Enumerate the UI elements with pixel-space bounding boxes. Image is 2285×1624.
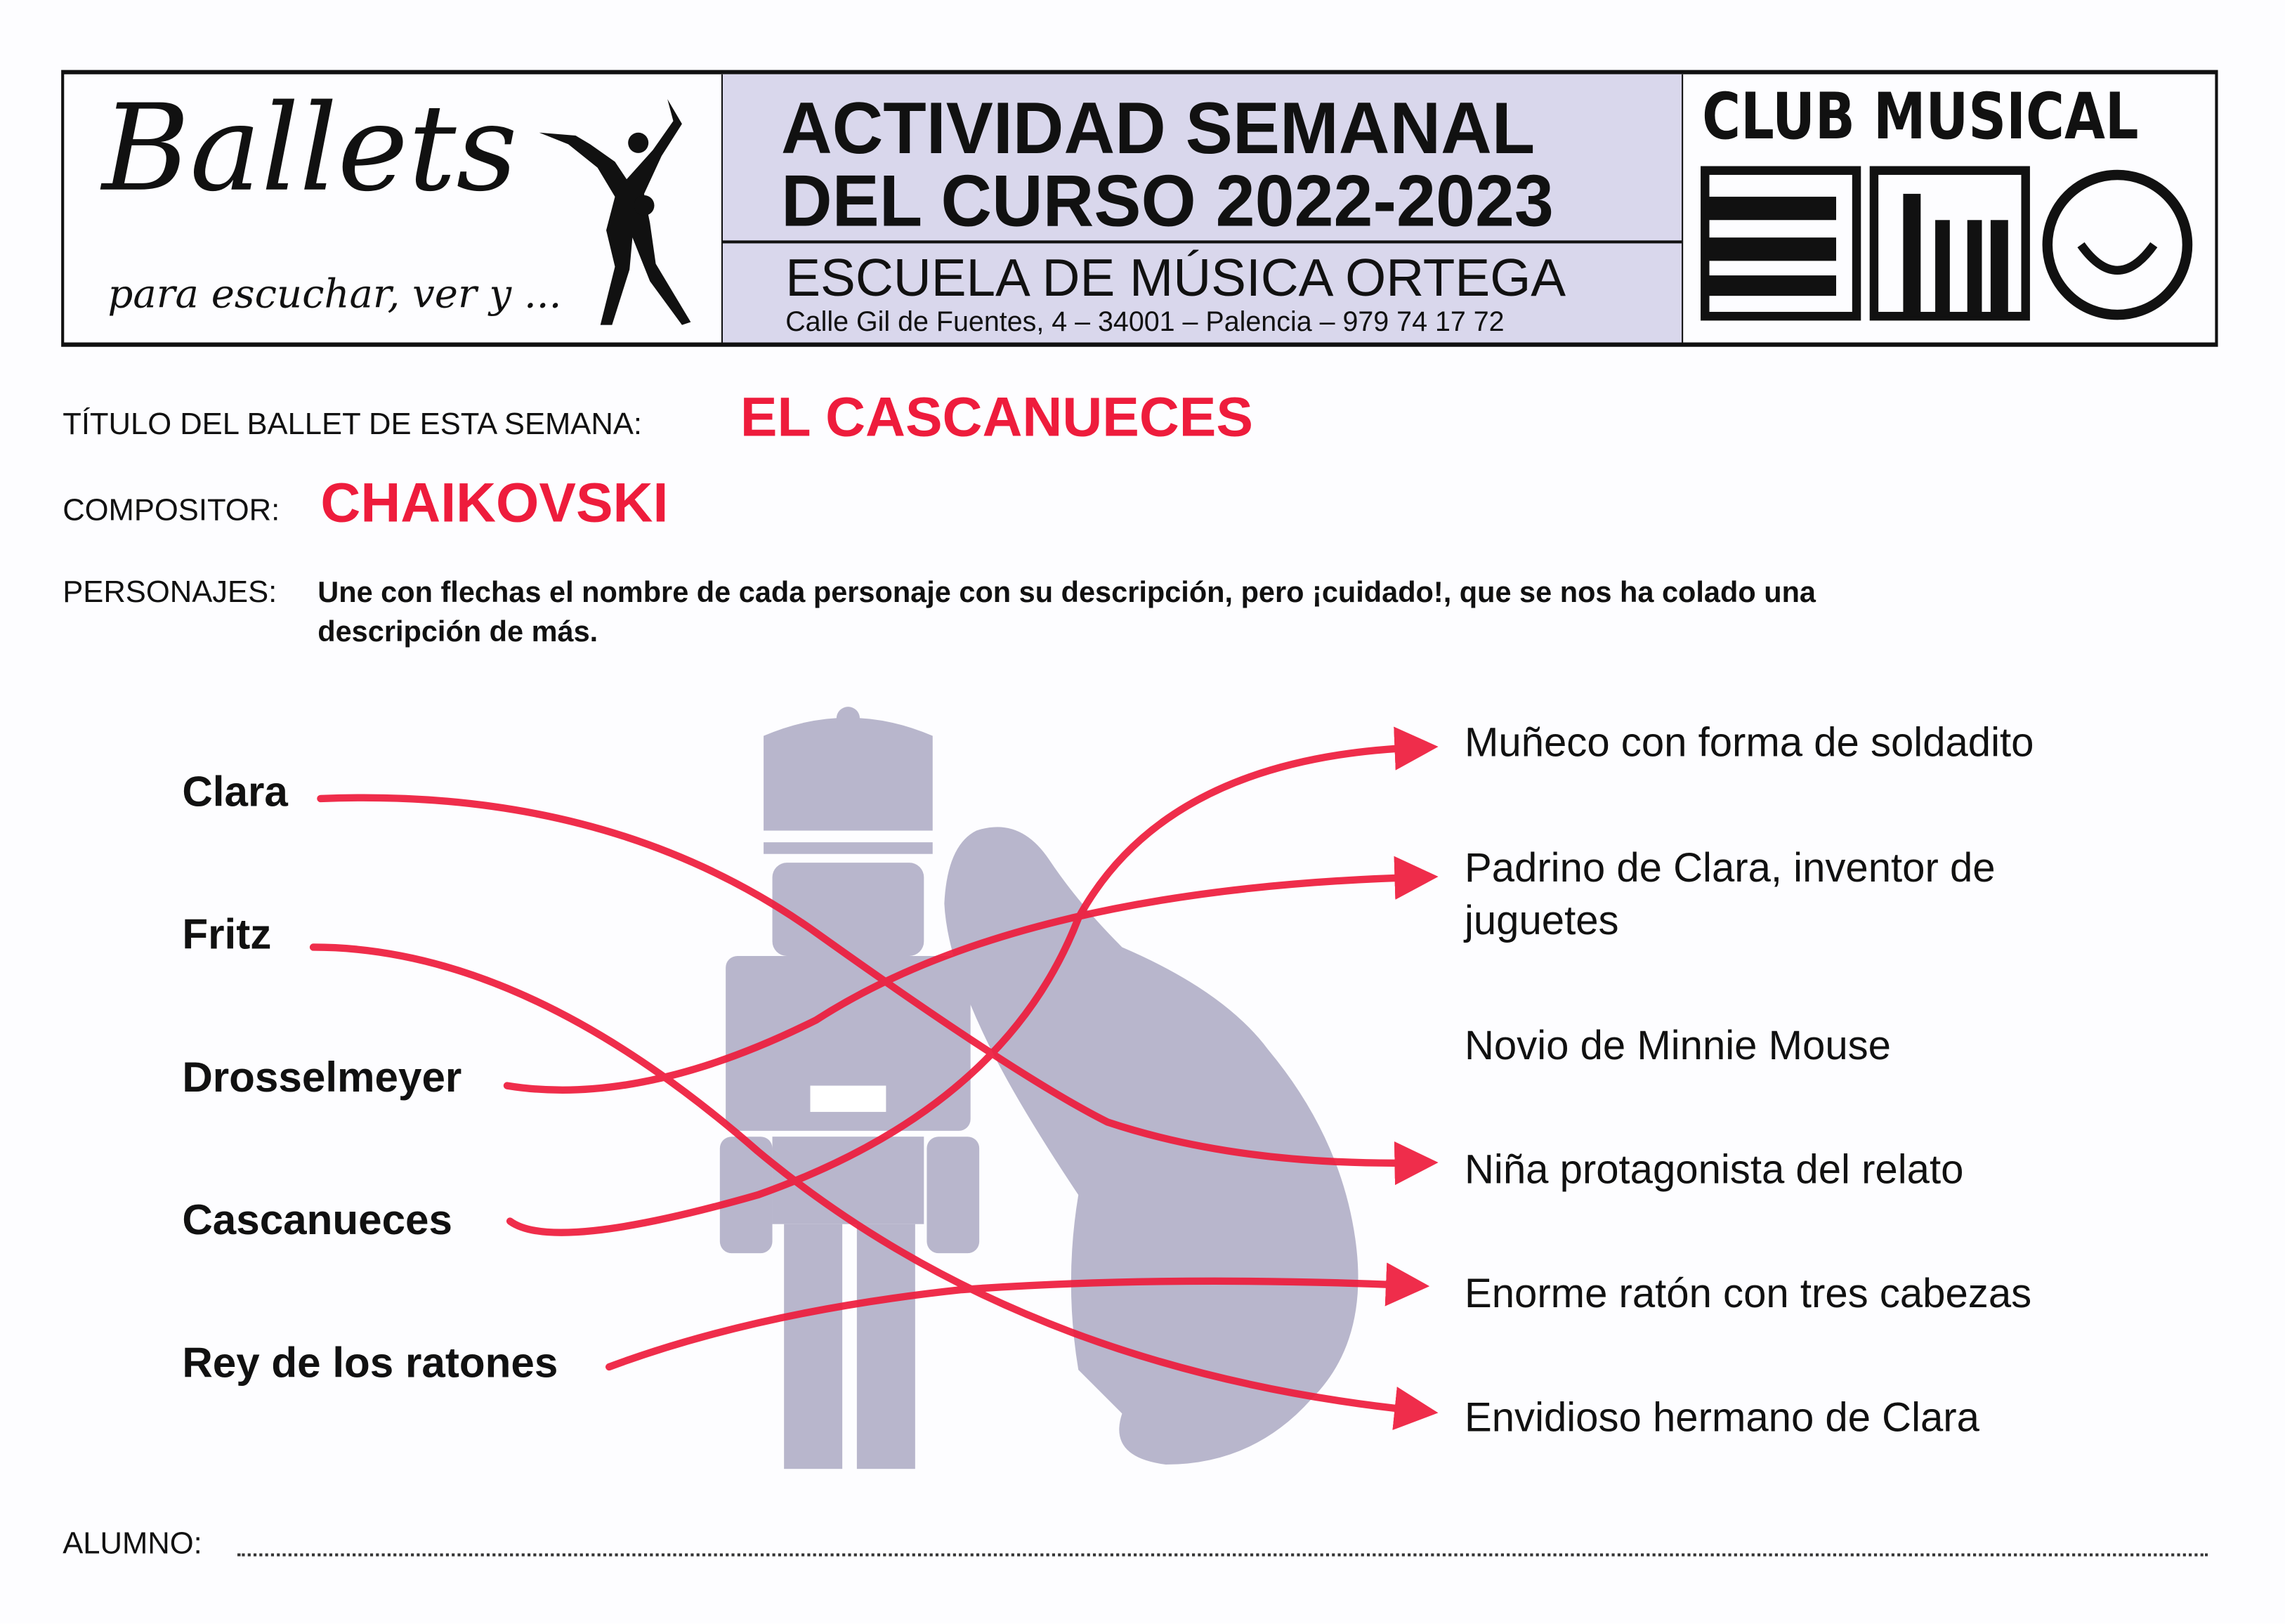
- character-fritz[interactable]: Fritz: [182, 912, 272, 960]
- title-line-1: ACTIVIDAD SEMANAL: [780, 87, 1536, 169]
- description-item[interactable]: Niña protagonista del relato: [1464, 1146, 1964, 1193]
- character-rey-de-los-ratones[interactable]: Rey de los ratones: [182, 1340, 558, 1388]
- title-line-2: DEL CURSO 2022-2023: [780, 160, 1554, 242]
- character-cascanueces[interactable]: Cascanueces: [182, 1198, 452, 1245]
- student-label: ALUMNO:: [63, 1527, 202, 1561]
- school-address: Calle Gil de Fuentes, 4 – 34001 – Palenc…: [785, 307, 1505, 339]
- description-item[interactable]: Envidioso hermano de Clara: [1464, 1394, 1979, 1440]
- club-title: CLUB MUSICAL: [1702, 80, 2139, 155]
- instructions-line-1: Une con flechas el nombre de cada person…: [317, 577, 1816, 610]
- arrow-clara: [317, 794, 1439, 1186]
- ballets-logo-tagline: para escuchar, ver y ...: [107, 272, 562, 318]
- ballet-title-value: EL CASCANUECES: [740, 387, 1253, 449]
- composer-value: CHAIKOVSKI: [320, 473, 669, 535]
- ballet-title-label: TÍTULO DEL BALLET DE ESTA SEMANA:: [63, 407, 643, 442]
- arrow-rey: [605, 1262, 1430, 1371]
- school-name: ESCUELA DE MÚSICA ORTEGA: [785, 247, 1566, 308]
- description-item[interactable]: Novio de Minnie Mouse: [1464, 1023, 1891, 1068]
- character-drosselmeyer[interactable]: Drosselmeyer: [182, 1055, 462, 1102]
- character-clara[interactable]: Clara: [182, 769, 288, 816]
- dancers-silhouette-icon: [539, 99, 691, 325]
- description-item[interactable]: Muñeco con forma de soldadito: [1464, 719, 2034, 766]
- arrow-drosselmeyer: [503, 856, 1439, 1094]
- description-item[interactable]: Enorme ratón con tres cabezas: [1464, 1271, 2032, 1316]
- title-panel: ACTIVIDAD SEMANAL DEL CURSO 2022-2023 ES…: [721, 74, 1684, 343]
- description-item-continued[interactable]: juguetes: [1464, 897, 1619, 943]
- title-divider: [723, 240, 1682, 244]
- instructions-line-2: descripción de más.: [317, 616, 598, 649]
- emo-logo-icon: [1701, 166, 2193, 321]
- composer-label: COMPOSITOR:: [63, 494, 280, 528]
- ballets-logo-title: Ballets: [102, 80, 518, 219]
- description-item[interactable]: Padrino de Clara, inventor de: [1464, 845, 1996, 891]
- arrow-cascanueces: [506, 726, 1439, 1236]
- arrow-fritz: [309, 943, 1439, 1430]
- header-box: Ballets para escuchar, ver y ... ACTIVID…: [61, 70, 2218, 347]
- student-name-line[interactable]: [237, 1553, 2208, 1557]
- characters-label: PERSONAJES:: [63, 575, 277, 610]
